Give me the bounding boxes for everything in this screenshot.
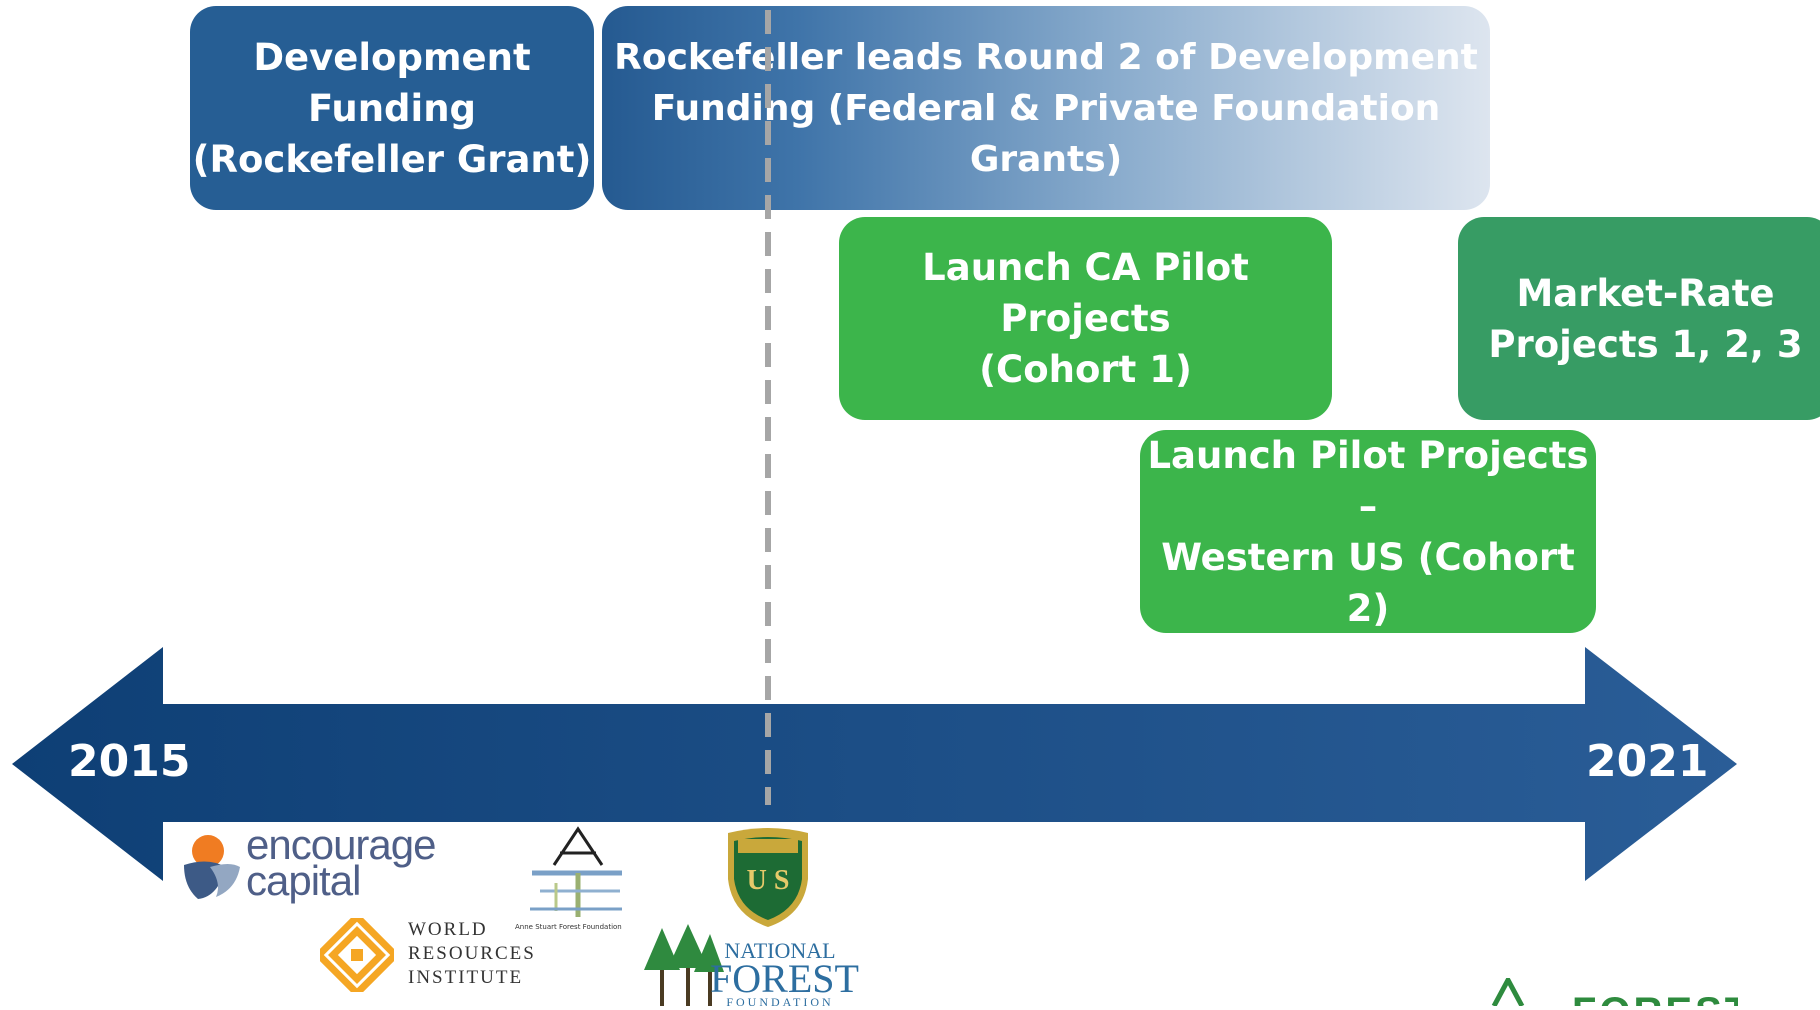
western-pilot-label: Launch Pilot Projects – Western US (Coho… (1147, 433, 1589, 630)
usfs-logo: U S (722, 827, 814, 931)
wri-icon (313, 911, 401, 999)
forest-logo-text: FOREST (1572, 990, 1738, 1006)
wri-line-3: INSTITUTE (408, 967, 524, 988)
market-rate-box: Market-Rate Projects 1, 2, 3 (1458, 217, 1820, 420)
development-funding-label: Development Funding (Rockefeller Grant) (192, 35, 592, 181)
western-pilot-box: Launch Pilot Projects – Western US (Coho… (1140, 430, 1596, 633)
wri-logo: WORLD RESOURCES INSTITUTE (313, 911, 534, 999)
nff-line-2: FOREST (710, 956, 859, 1001)
encourage-capital-text: encourage capital (246, 821, 437, 904)
encourage-capital-logo: encourage capital (178, 821, 458, 907)
usfs-shield-icon (728, 828, 808, 927)
wri-line-2: RESOURCES (408, 943, 536, 964)
anne-stuart-text: Anne Stuart Forest Foundation (515, 923, 622, 931)
development-funding-box: Development Funding (Rockefeller Grant) (190, 6, 594, 210)
wri-line-1: WORLD (408, 919, 488, 940)
usfs-text: U S (746, 865, 790, 896)
nff-line-1: NATIONAL (724, 938, 836, 963)
timeline-start-year: 2015 (68, 736, 191, 787)
nff-trees-icon (644, 924, 724, 1006)
timeline-end-year: 2021 (1586, 736, 1709, 787)
forest-logo: FOREST (1488, 978, 1738, 1006)
nff-line-3: FOUNDATION (726, 995, 834, 1009)
anne-stuart-icon (530, 826, 622, 917)
encourage-capital-icon (184, 835, 240, 899)
national-forest-foundation-logo: NATIONAL FOREST FOUNDATION (640, 922, 859, 1009)
ca-pilot-box: Launch CA Pilot Projects (Cohort 1) (839, 217, 1332, 420)
market-rate-label: Market-Rate Projects 1, 2, 3 (1488, 271, 1803, 366)
anne-stuart-logo: Anne Stuart Forest Foundation (510, 825, 650, 937)
ca-pilot-label: Launch CA Pilot Projects (Cohort 1) (922, 246, 1249, 391)
round2-funding-label: Rockefeller leads Round 2 of Development… (614, 36, 1478, 180)
round2-funding-box: Rockefeller leads Round 2 of Development… (602, 6, 1490, 210)
forest-tree-icon (1491, 978, 1525, 1006)
